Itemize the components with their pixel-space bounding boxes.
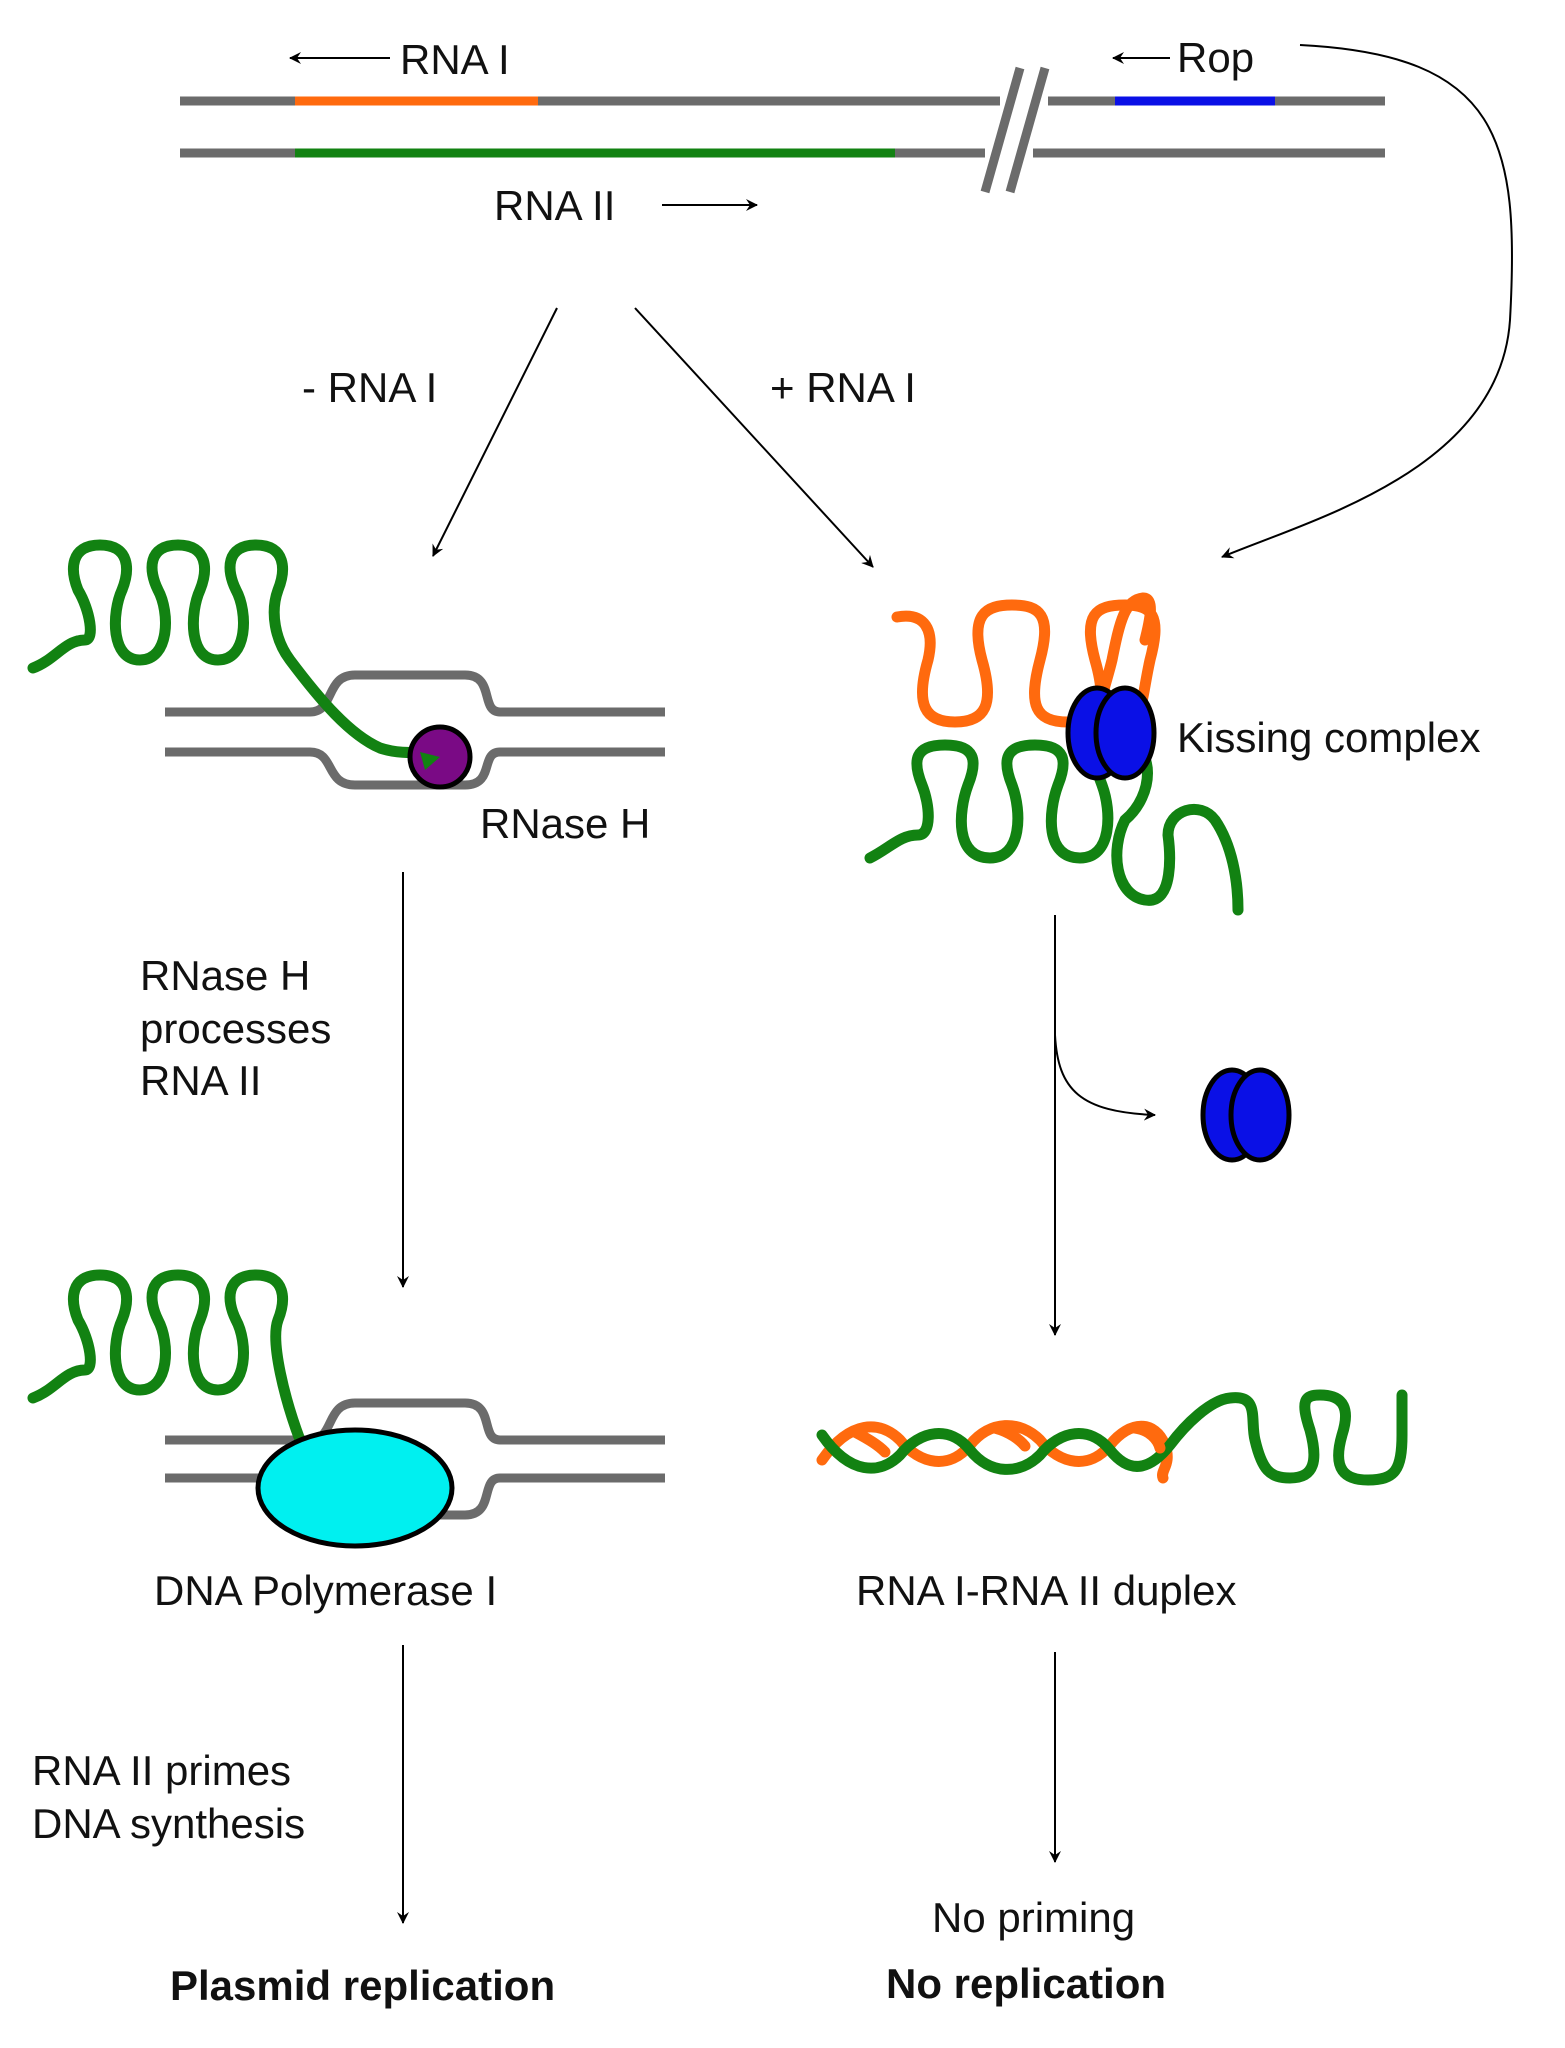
no-priming-label: No priming [932,1894,1135,1941]
rna-ii-strand-duplex [816,1389,1408,1486]
dna-polymerase-i-enzyme [255,1427,455,1549]
plasmid-replication-label: Plasmid replication [170,1962,555,2009]
rnase-processes-label-1: RNase H [140,952,310,999]
rnase-h-label: RNase H [480,800,650,847]
kissing-complex-label: Kissing complex [1177,714,1480,761]
minus-rna-i-arrow [432,307,558,557]
plasmid-dna-top [180,66,1385,194]
rop-release-arrow [1054,1034,1156,1121]
rna-ii-loops-kissing [864,739,1244,916]
rna-ii-primer-left [27,1269,306,1446]
rna-i-label: RNA I [400,36,510,83]
no-replication-label: No replication [886,1960,1166,2007]
rnase-processes-label-3: RNA II [140,1057,261,1104]
minus-rna-i-label: - RNA I [302,364,437,411]
rnase-processes-label-2: processes [140,1005,331,1052]
rnase-h-enzyme [407,724,473,790]
rna-ii-transcript-left [27,539,431,758]
dna-polymerase-label: DNA Polymerase I [154,1567,497,1614]
plus-rna-i-label: + RNA I [770,364,916,411]
primes-label-2: DNA synthesis [32,1800,305,1847]
rop-protein-released [1200,1067,1292,1163]
plus-rna-i-arrow [634,307,874,568]
rna-i-strand-duplex-over [849,1422,1166,1458]
rop-label: Rop [1177,34,1254,81]
primes-label-1: RNA II primes [32,1747,291,1794]
duplex-label: RNA I-RNA II duplex [856,1567,1236,1614]
rna-ii-label: RNA II [494,182,615,229]
rop-to-kissing-arrow [1221,44,1514,559]
rop-protein-kissing [1065,685,1157,781]
